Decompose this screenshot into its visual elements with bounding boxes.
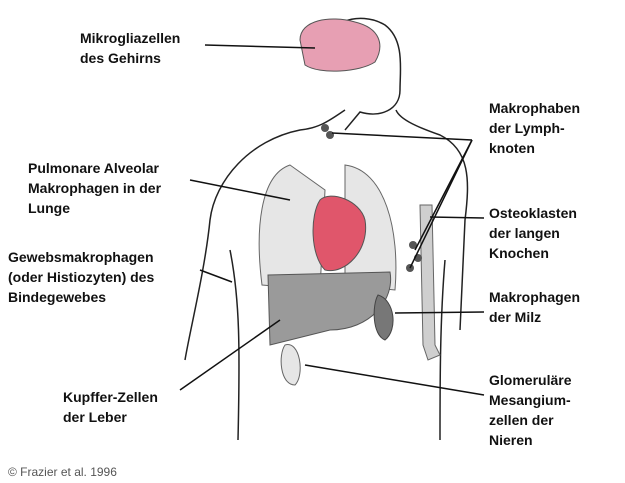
kidney	[280, 344, 301, 386]
label-kupffer: Kupffer-Zellen der Leber	[63, 389, 158, 425]
brain	[299, 18, 381, 72]
bone	[419, 204, 441, 361]
label-microglia: Mikrogliazellen des Gehirns	[80, 30, 181, 66]
label-mesangial: Glomeruläre Mesangium- zellen der Nieren	[489, 372, 572, 448]
label-osteo: Osteoklasten der langen Knochen	[489, 205, 577, 261]
liver	[267, 271, 392, 346]
heart	[312, 195, 367, 272]
label-alveolar: Pulmonare Alveolar Makrophagen in der Lu…	[28, 160, 162, 216]
copyright: © Frazier et al. 1996	[8, 465, 117, 479]
label-spleen: Makrophagen der Milz	[489, 289, 581, 325]
leader-lines	[179, 44, 485, 396]
spleen	[373, 294, 394, 341]
lymph-nodes	[321, 124, 422, 272]
lung-left	[344, 164, 397, 291]
label-tissue: Gewebsmakrophagen (oder Histiozyten) des…	[8, 249, 155, 305]
label-lymph: Makrophaben der Lymph- knoten	[489, 100, 581, 156]
